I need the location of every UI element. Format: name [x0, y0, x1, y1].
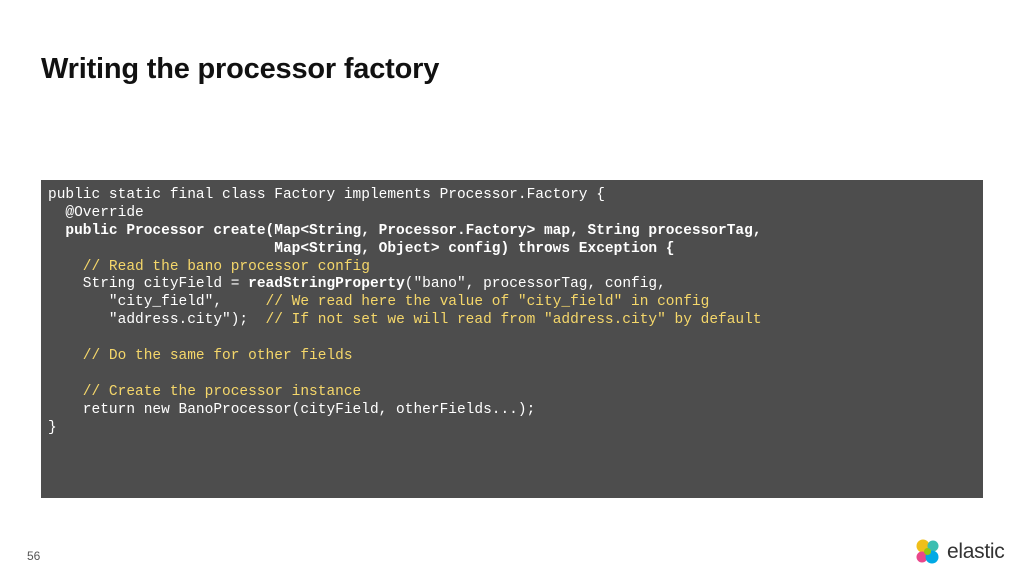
code-line-7: "city_field", // We read here the value … [48, 294, 983, 312]
code-comment-other-fields: // Do the same for other fields [48, 348, 353, 365]
code-line-3: public Processor create(Map<String, Proc… [48, 222, 762, 239]
code-blank-line [48, 330, 983, 348]
code-comment-default: // If not set we will read from "address… [265, 312, 762, 329]
code-fragment: "city_field", [48, 294, 266, 311]
code-comment-create-instance: // Create the processor instance [48, 383, 362, 400]
code-line-close-brace: } [48, 419, 57, 436]
code-block: public static final class Factory implem… [41, 180, 983, 498]
elastic-logo-icon [916, 539, 939, 564]
page-number: 56 [27, 549, 41, 563]
code-line-return: return new BanoProcessor(cityField, othe… [48, 401, 536, 418]
code-fragment: ("bano", processorTag, config, [404, 276, 666, 293]
code-fragment: String cityField = [48, 276, 249, 293]
elastic-logo: elastic [913, 537, 1005, 567]
code-line-1: public static final class Factory implem… [48, 187, 605, 203]
code-fragment: "address.city"); [48, 312, 266, 329]
code-comment-read-config: // Read the bano processor config [48, 258, 370, 275]
code-line-6: String cityField = readStringProperty("b… [48, 276, 983, 294]
elastic-logo-text: elastic [947, 540, 1005, 563]
code-blank-line [48, 366, 983, 384]
code-comment-city-field: // We read here the value of "city_field… [265, 294, 710, 311]
code-line-4: Map<String, Object> config) throws Excep… [48, 240, 675, 257]
code-line-8: "address.city"); // If not set we will r… [48, 312, 983, 330]
code-method-name: readStringProperty [248, 276, 405, 293]
code-line-2: @Override [48, 204, 144, 221]
slide-title: Writing the processor factory [41, 53, 440, 85]
